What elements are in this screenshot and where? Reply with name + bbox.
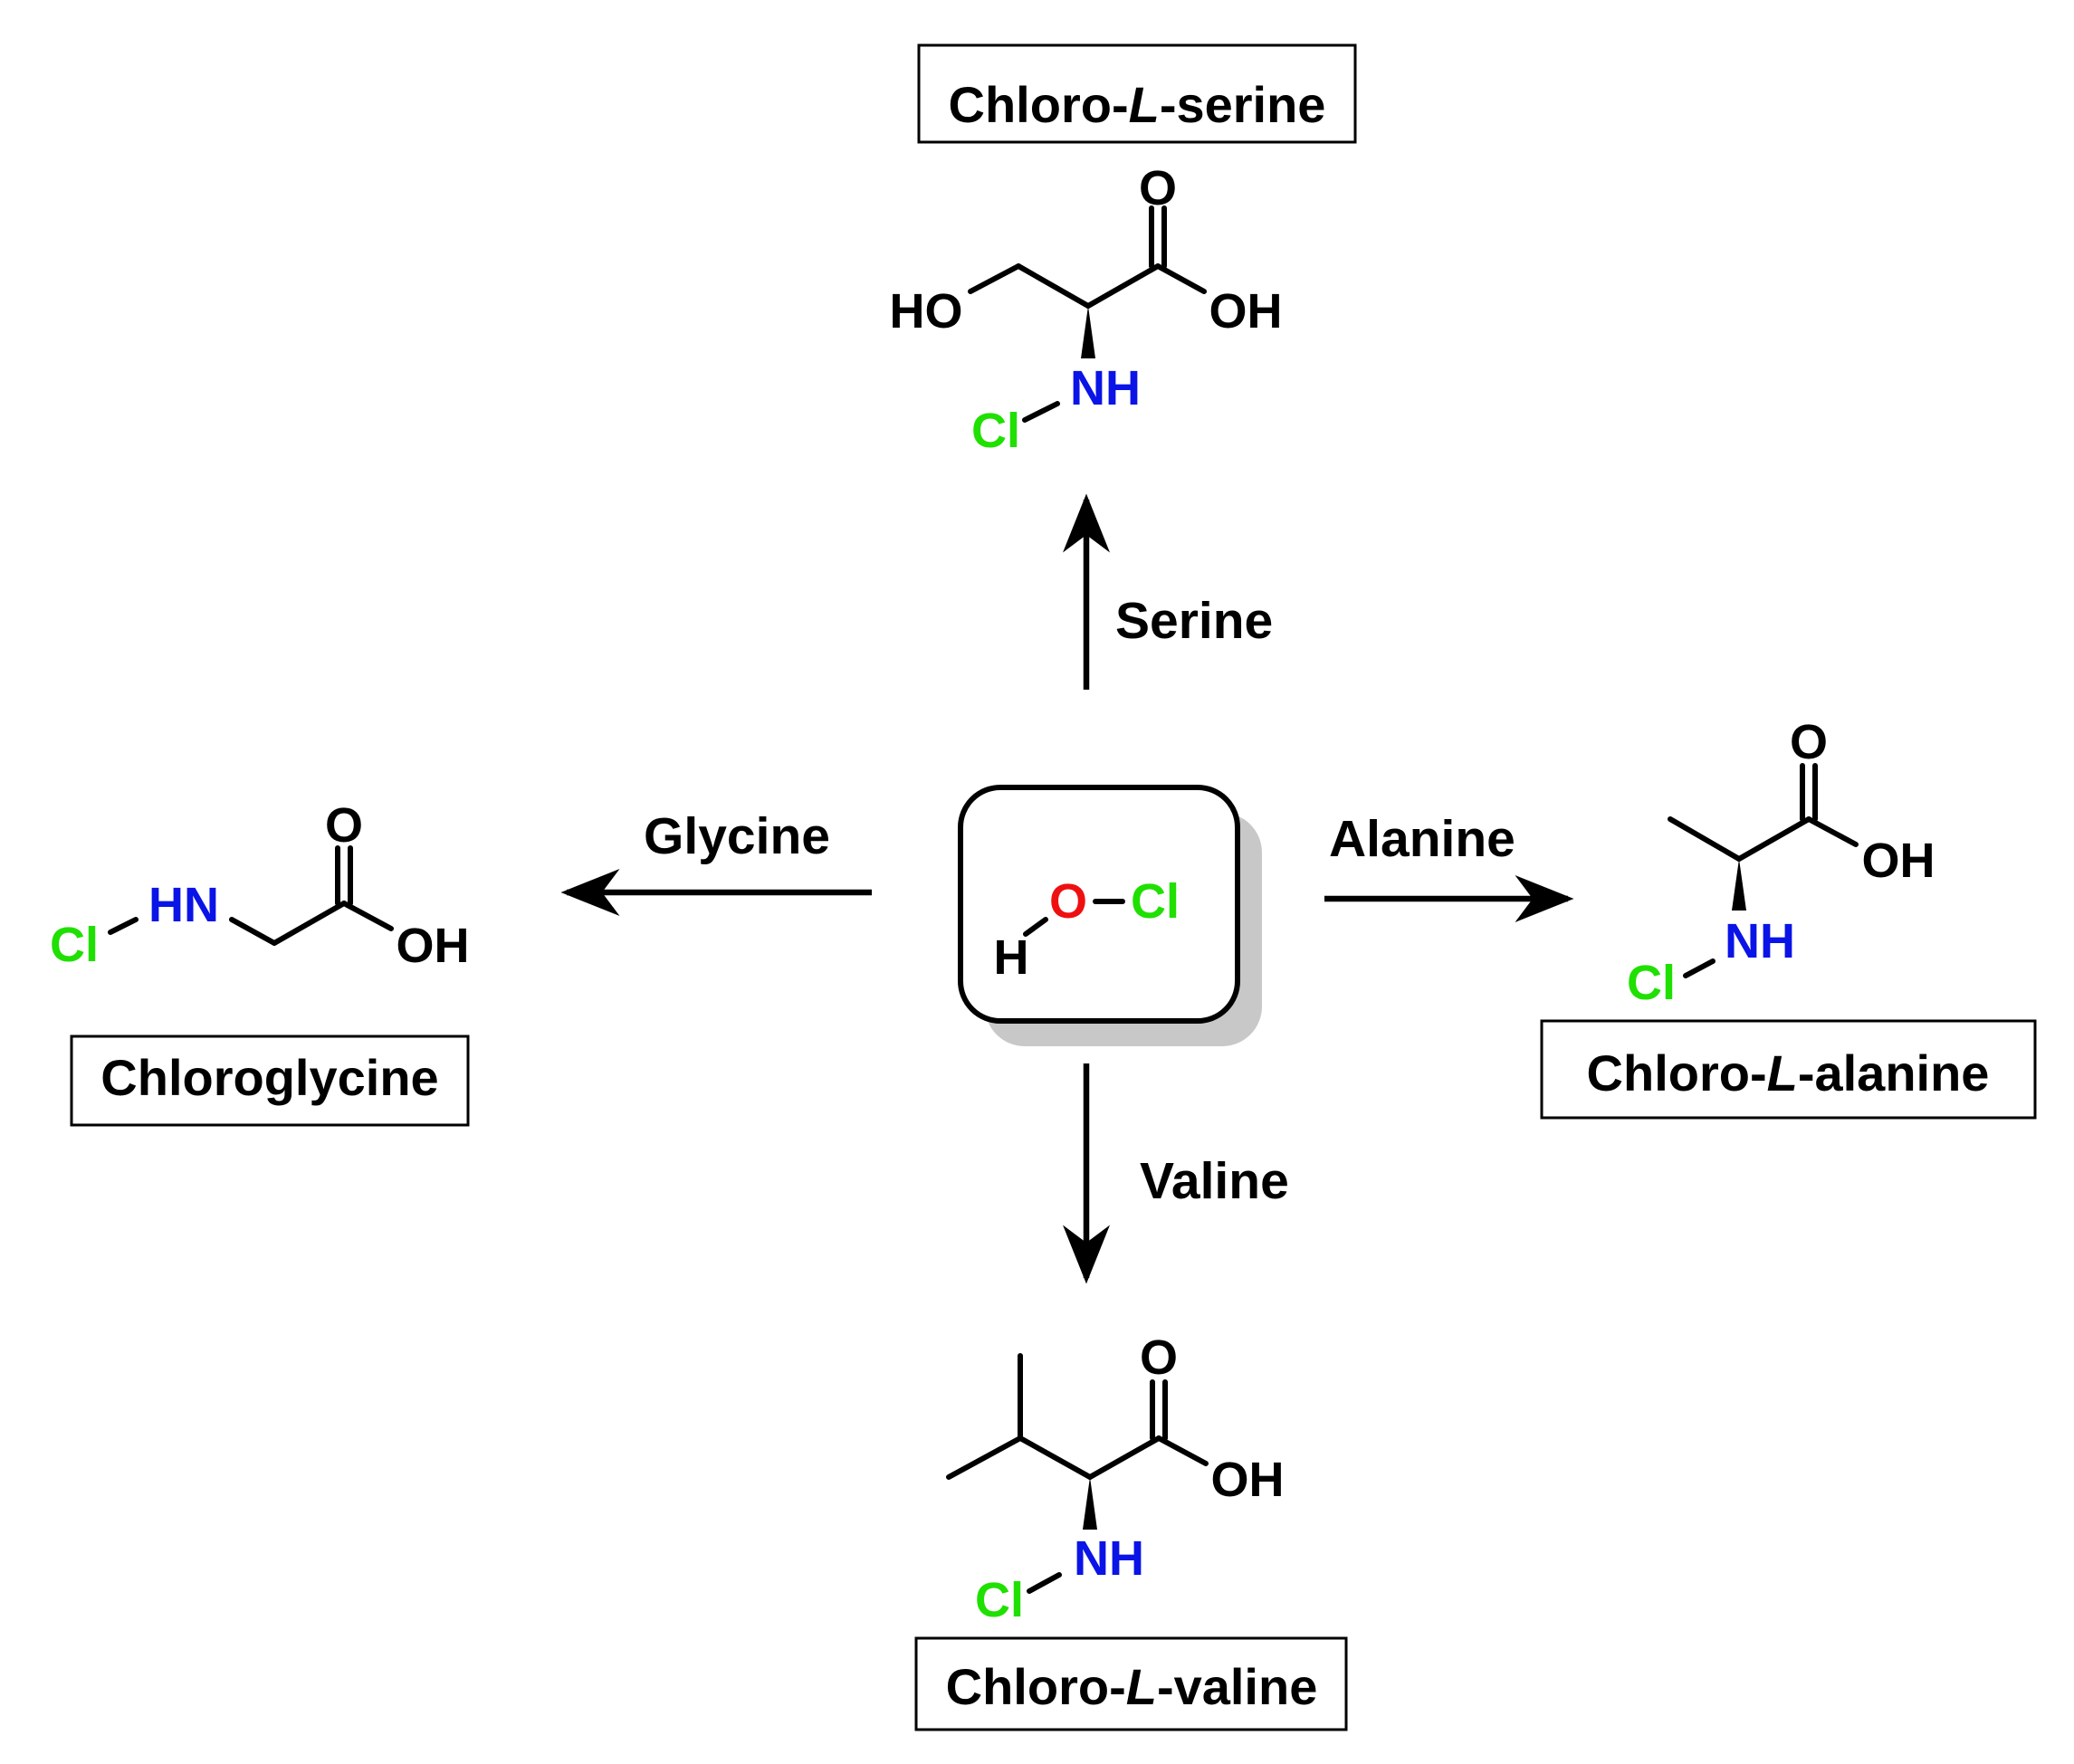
carbonyl-oxygen-label: O xyxy=(1790,715,1828,769)
bond-n-cl xyxy=(1022,401,1060,423)
bond-methyl-left xyxy=(946,1435,1023,1480)
reaction-label-alanine: Alanine xyxy=(1329,810,1515,868)
bond-ccarboxyl-oh xyxy=(1156,1435,1209,1466)
bond-ho-ch2 xyxy=(968,263,1021,294)
reaction-label-valine: Valine xyxy=(1140,1152,1289,1210)
bond-n-cl xyxy=(1683,958,1716,978)
bond-cl-n xyxy=(108,917,139,935)
product-chloro-l-valine: O OH NH Cl Chloro-L-valine xyxy=(914,1330,1348,1731)
carbonyl-oxygen-label: O xyxy=(1139,161,1177,215)
bond-ch2-calpha xyxy=(1016,263,1091,309)
bond-n-cl xyxy=(1027,1572,1062,1594)
wedge-bond xyxy=(1083,1477,1097,1530)
wedge-bond xyxy=(1081,306,1095,358)
bond-n-ch2 xyxy=(229,917,277,946)
amine-nh-label: NH xyxy=(1074,1531,1144,1586)
h-o-bond xyxy=(1023,917,1048,937)
carboxyl-oh-label: OH xyxy=(397,919,470,973)
bond-calpha-ccarboxyl xyxy=(1736,816,1811,862)
carbonyl-oxygen-label: O xyxy=(325,798,363,853)
product-chloroglycine: Cl HN O OH Chloroglycine xyxy=(50,798,470,1127)
amine-nh-label: NH xyxy=(1725,914,1795,968)
carboxyl-oh-label: OH xyxy=(1209,284,1283,338)
product-chloro-l-alanine: O OH NH Cl Chloro-L-alanine xyxy=(1540,715,2037,1120)
chlorine-atom: Cl xyxy=(1131,874,1180,929)
chlorine-label: Cl xyxy=(1627,956,1676,1010)
name-chloro-l-serine: Chloro-L-serine xyxy=(949,76,1326,133)
name-box-glycine xyxy=(70,1035,470,1127)
reaction-arrow-serine: Serine xyxy=(1063,493,1273,690)
oxygen-atom: O xyxy=(1049,874,1087,929)
name-box-serine xyxy=(917,43,1357,144)
name-chloro-l-valine: Chloro-L-valine xyxy=(946,1658,1318,1715)
bond-ccarboxyl-oh xyxy=(1155,263,1207,294)
name-box-alanine xyxy=(1540,1019,2037,1120)
name-box-valine xyxy=(914,1636,1348,1731)
reaction-label-serine: Serine xyxy=(1115,592,1273,650)
reaction-arrow-alanine: Alanine xyxy=(1324,810,1574,922)
carboxyl-oh-label: OH xyxy=(1862,834,1935,888)
hydrogen-atom: H xyxy=(994,930,1029,985)
reaction-arrow-valine: Valine xyxy=(1063,1063,1289,1284)
product-chloro-l-serine: Chloro-L-serine HO O OH NH Cl xyxy=(890,43,1357,458)
bond-cbeta-calpha xyxy=(1018,1435,1093,1480)
bond-calpha-ccarboxyl xyxy=(1087,1435,1161,1480)
bond-ccarboxyl-oh xyxy=(341,901,394,931)
bond-ch2-ccarboxyl xyxy=(272,901,347,946)
amine-hn-label: HN xyxy=(148,878,219,932)
chlorine-label: Cl xyxy=(50,918,99,972)
bond-methyl-calpha xyxy=(1668,816,1742,862)
wedge-bond xyxy=(1732,859,1746,911)
amine-nh-label: NH xyxy=(1070,361,1141,415)
name-chloroglycine: Chloroglycine xyxy=(100,1049,438,1106)
bond-calpha-ccarboxyl xyxy=(1085,263,1161,309)
reaction-arrow-glycine: Glycine xyxy=(560,807,872,916)
carboxyl-oh-label: OH xyxy=(1211,1453,1285,1507)
bond-ccarboxyl-oh xyxy=(1806,816,1859,847)
reaction-label-glycine: Glycine xyxy=(644,807,830,865)
chlorine-label: Cl xyxy=(971,404,1020,458)
carbonyl-oxygen-label: O xyxy=(1140,1330,1178,1385)
name-chloro-l-alanine: Chloro-L-alanine xyxy=(1587,1044,1990,1101)
chlorine-label: Cl xyxy=(975,1573,1024,1627)
hypochlorous-acid: H O Cl xyxy=(958,785,1262,1046)
hydroxyl-atom-label: HO xyxy=(890,284,963,338)
